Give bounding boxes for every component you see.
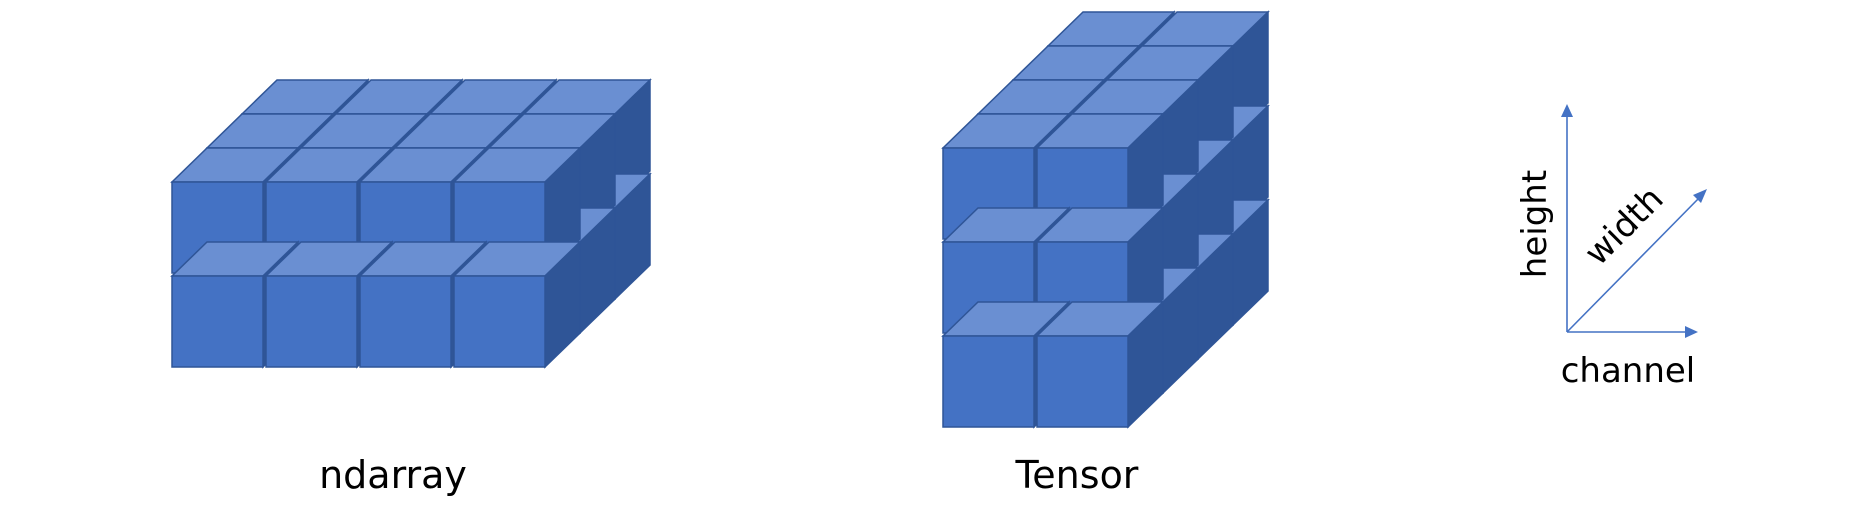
- cube: [452, 240, 582, 369]
- height-arrow-icon: [1561, 104, 1573, 117]
- height-label: height: [1515, 170, 1555, 278]
- cube-front-face: [453, 275, 546, 368]
- width-axis-line: [1566, 196, 1701, 333]
- width-arrow-icon: [1693, 189, 1707, 203]
- width-label: width: [1577, 179, 1672, 274]
- cube-front-face: [265, 275, 358, 368]
- tensor-caption: Tensor: [1015, 453, 1139, 497]
- ndarray-caption: ndarray: [319, 453, 467, 497]
- cube-front-face: [359, 275, 452, 368]
- tensor-cube-block: [941, 10, 1270, 429]
- ndarray-cube-block: [170, 78, 652, 369]
- channel-label: channel: [1561, 351, 1696, 391]
- cube: [1035, 300, 1165, 429]
- cube-front-face: [171, 275, 264, 368]
- channel-arrow-icon: [1685, 326, 1698, 338]
- axes-legend: height width channel: [1515, 104, 1707, 391]
- cube-front-face: [1036, 335, 1129, 428]
- cube-front-face: [942, 335, 1035, 428]
